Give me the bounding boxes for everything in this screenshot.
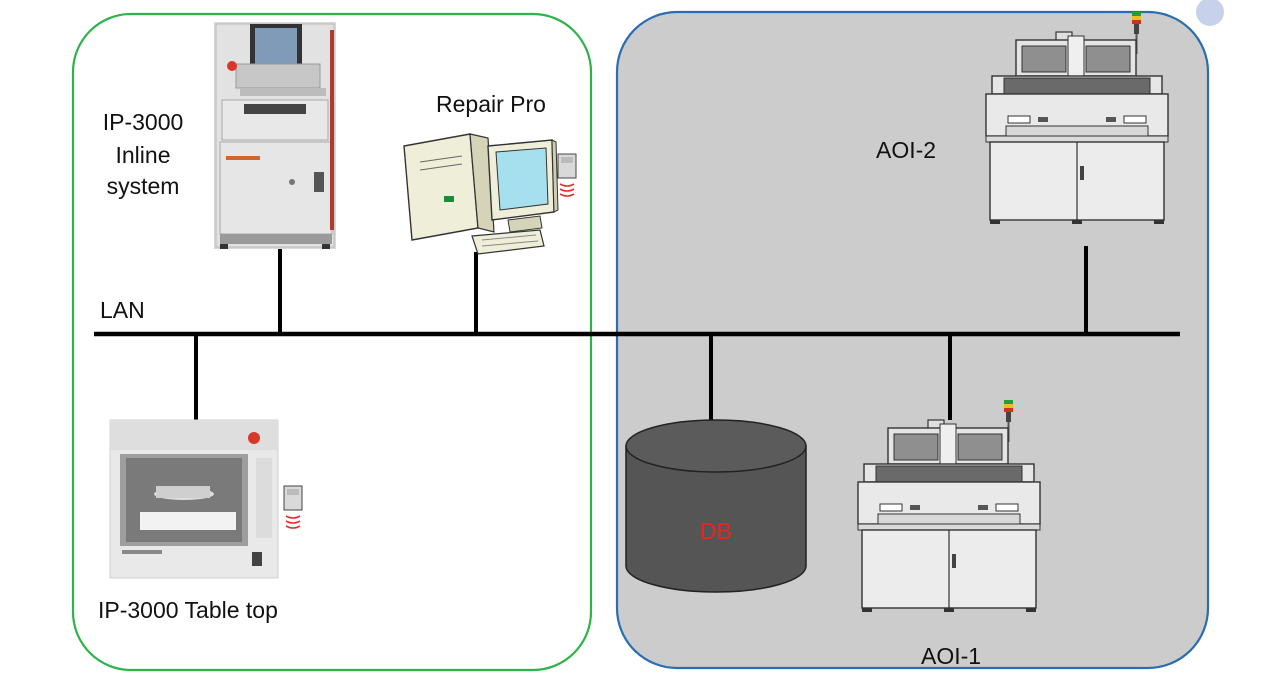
- inline-system-machine-icon: [214, 22, 336, 249]
- label-repair-pro: Repair Pro: [436, 91, 546, 117]
- corner-dot: [1196, 0, 1224, 26]
- table-top-machine-icon: [109, 419, 303, 579]
- label-inline-system-line3: system: [107, 173, 180, 199]
- label-inline-system-line2: Inline: [116, 142, 171, 168]
- label-aoi-1: AOI-1: [921, 643, 981, 669]
- label-aoi-2: AOI-2: [876, 137, 936, 163]
- label-lan: LAN: [100, 297, 145, 323]
- label-table-top: IP-3000 Table top: [98, 597, 278, 623]
- label-inline-system-line1: IP-3000: [103, 109, 184, 135]
- left-group-box: [71, 12, 593, 672]
- repair-pro-computer-icon: [403, 133, 577, 255]
- database-cylinder-icon: [625, 419, 807, 593]
- lan-connectors: [194, 246, 1088, 420]
- label-db: DB: [700, 518, 732, 544]
